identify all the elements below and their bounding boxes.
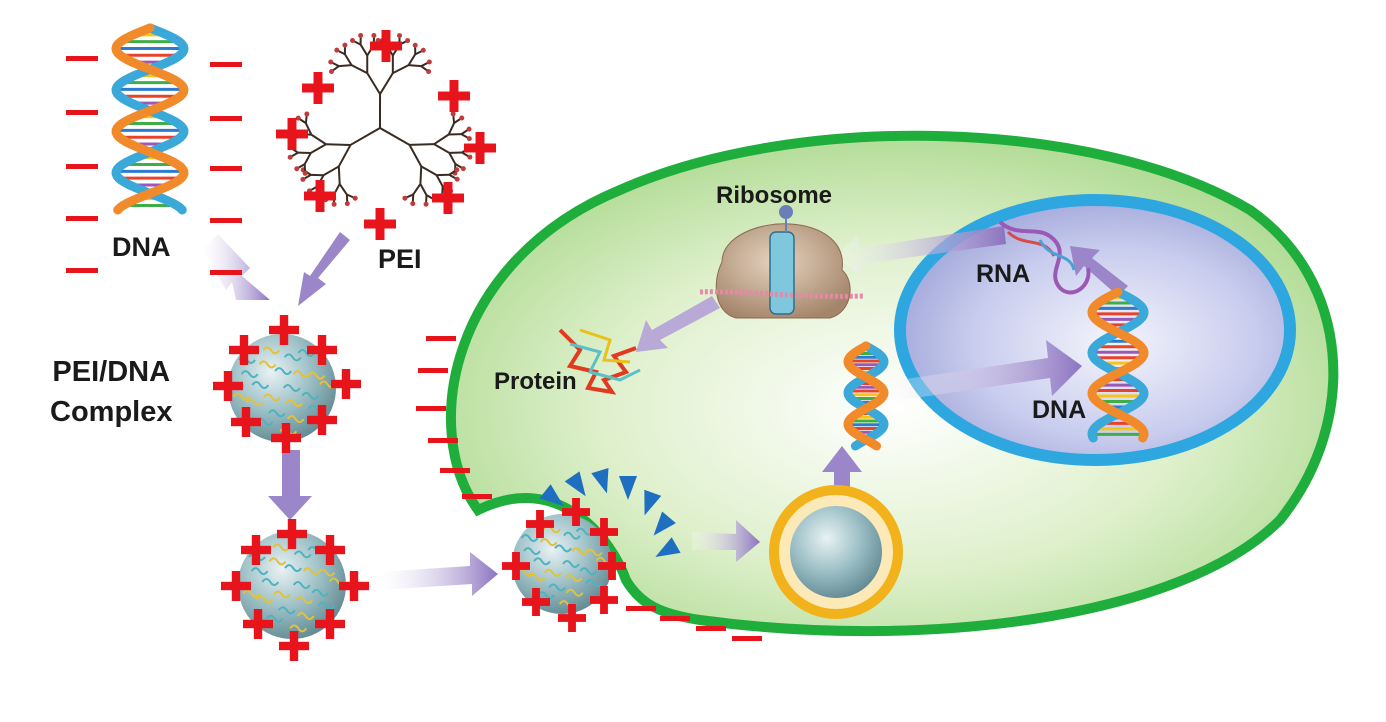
minus-charge bbox=[210, 218, 242, 223]
label-complex-line1: PEI/DNA bbox=[50, 352, 172, 392]
plus-charge bbox=[302, 72, 334, 104]
label-pei-dna-complex: PEI/DNA Complex bbox=[50, 352, 172, 432]
arrow-to-membrane bbox=[378, 552, 498, 596]
minus-charge bbox=[428, 438, 458, 443]
minus-charge bbox=[732, 636, 762, 641]
arrow-dna-to-complex bbox=[202, 234, 270, 300]
minus-charge bbox=[66, 268, 98, 273]
minus-charge bbox=[210, 116, 242, 121]
minus-charge bbox=[418, 368, 448, 373]
label-dna-input: DNA bbox=[112, 232, 171, 263]
plus-charge bbox=[304, 180, 336, 212]
minus-charge bbox=[210, 270, 242, 275]
minus-charge bbox=[66, 56, 98, 61]
arrow-complex-down bbox=[268, 450, 312, 520]
plus-charge bbox=[438, 80, 470, 112]
minus-charge bbox=[66, 110, 98, 115]
minus-charge bbox=[696, 626, 726, 631]
minus-charge bbox=[66, 216, 98, 221]
minus-charge bbox=[210, 166, 242, 171]
minus-charge bbox=[426, 336, 456, 341]
minus-charge bbox=[210, 62, 242, 67]
label-protein: Protein bbox=[494, 368, 577, 396]
minus-charge bbox=[626, 606, 656, 611]
plus-charge bbox=[432, 182, 464, 214]
minus-charge bbox=[660, 616, 690, 621]
label-ribosome: Ribosome bbox=[716, 182, 832, 210]
plus-charge bbox=[364, 208, 396, 240]
dna-helix-input bbox=[116, 28, 184, 210]
plus-charge bbox=[276, 118, 308, 150]
pei-dendrimer bbox=[288, 33, 473, 207]
minus-charge bbox=[66, 164, 98, 169]
minus-charge bbox=[416, 406, 446, 411]
label-dna-nucleus: DNA bbox=[1032, 396, 1086, 425]
minus-charge bbox=[440, 468, 470, 473]
endosome bbox=[774, 490, 898, 614]
label-complex-line2: Complex bbox=[50, 392, 172, 432]
arrow-pei-to-complex bbox=[298, 232, 350, 306]
label-pei: PEI bbox=[378, 244, 422, 275]
dna-helix-cytoplasm bbox=[848, 346, 884, 446]
label-rna: RNA bbox=[976, 260, 1030, 289]
minus-charge bbox=[462, 494, 492, 499]
